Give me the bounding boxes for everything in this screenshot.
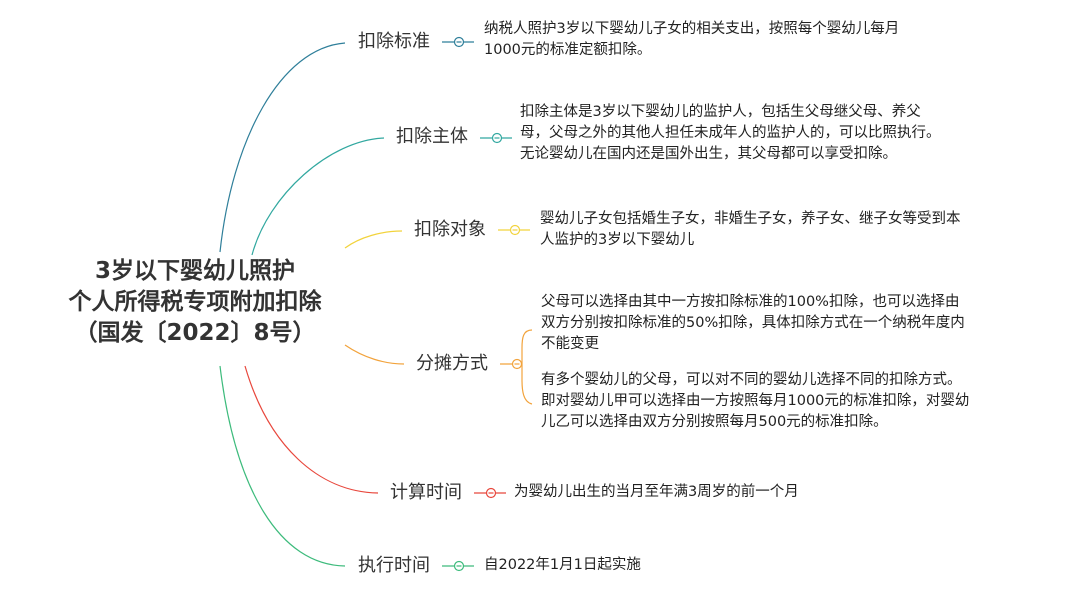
leaf-calculation-time[interactable]: 为婴幼儿出生的当月至年满3周岁的前一个月 [514,482,799,503]
connector-root-to-effective-time [219,365,346,567]
leaf-allocation-method-2[interactable]: 有多个婴幼儿的父母，可以对不同的婴幼儿选择不同的扣除方式。 即对婴幼儿甲可以选择… [541,370,969,433]
leaf-line: 人监护的3岁以下婴幼儿 [540,232,695,248]
branch-label-text: 分摊方式 [416,353,488,374]
branch-deduction-subject[interactable]: 扣除主体 [396,126,468,148]
leaf-line: 有多个婴幼儿的父母，可以对不同的婴幼儿选择不同的扣除方式。 [541,372,962,388]
leaf-line: 自2022年1月1日起实施 [484,557,641,573]
root-title-line-3: （国发〔2022〕8号） [74,320,316,346]
leaf-line: 扣除主体是3岁以下婴幼儿的监护人，包括生父母继父母、养父 [520,104,921,120]
branch-label-text: 执行时间 [358,555,430,576]
leaf-line: 儿乙可以选择由双方分别按照每月500元的标准扣除。 [541,414,888,430]
leaf-effective-time[interactable]: 自2022年1月1日起实施 [484,555,641,576]
root-topic[interactable]: 3岁以下婴幼儿照护 个人所得税专项附加扣除 （国发〔2022〕8号） [40,256,350,349]
leaf-line: 父母可以选择由其中一方按扣除标准的100%扣除，也可以选择由 [541,294,960,310]
branch-deduction-standard[interactable]: 扣除标准 [358,31,430,53]
branch-label-text: 扣除主体 [396,126,468,147]
connector-root-to-calculation-time [244,365,379,494]
root-title-line-2: 个人所得税专项附加扣除 [68,289,322,315]
root-title-line-1: 3岁以下婴幼儿照护 [94,258,295,284]
leaf-line: 为婴幼儿出生的当月至年满3周岁的前一个月 [514,484,799,500]
branch-calculation-time[interactable]: 计算时间 [390,482,462,504]
branch-deduction-object[interactable]: 扣除对象 [414,219,486,241]
leaf-line: 不能变更 [541,336,599,352]
leaf-deduction-object[interactable]: 婴幼儿子女包括婚生子女，非婚生子女，养子女、继子女等受到本 人监护的3岁以下婴幼… [540,209,961,251]
branch-label-text: 扣除标准 [358,31,430,52]
leaf-deduction-standard[interactable]: 纳税人照护3岁以下婴幼儿子女的相关支出，按照每个婴幼儿每月 1000元的标准定额… [484,19,899,61]
branch-label-text: 计算时间 [390,482,462,503]
leaf-allocation-method-1[interactable]: 父母可以选择由其中一方按扣除标准的100%扣除，也可以选择由 双方分别按扣除标准… [541,292,965,355]
leaf-line: 1000元的标准定额扣除。 [484,42,652,58]
leaf-line: 无论婴幼儿在国内还是国外出生，其父母都可以享受扣除。 [520,146,897,162]
leaf-deduction-subject[interactable]: 扣除主体是3岁以下婴幼儿的监护人，包括生父母继父母、养父 母，父母之外的其他人担… [520,102,941,165]
leaf-line: 双方分别按扣除标准的50%扣除，具体扣除方式在一个纳税年度内 [541,315,965,331]
branch-label-text: 扣除对象 [414,219,486,240]
leaf-line: 即对婴幼儿甲可以选择由一方按照每月1000元的标准扣除，对婴幼 [541,393,970,409]
branch-effective-time[interactable]: 执行时间 [358,555,430,577]
branch-allocation-method[interactable]: 分摊方式 [416,353,488,375]
leaf-line: 母，父母之外的其他人担任未成年人的监护人的，可以比照执行。 [520,125,941,141]
connector-root-to-deduction-standard [219,42,346,253]
leaf-line: 纳税人照护3岁以下婴幼儿子女的相关支出，按照每个婴幼儿每月 [484,21,900,37]
connector-root-to-deduction-subject [251,137,385,256]
leaf-line: 婴幼儿子女包括婚生子女，非婚生子女，养子女、继子女等受到本 [540,211,961,227]
connector-root-to-deduction-object [344,230,403,249]
connector-root-to-allocation-method [344,344,405,365]
bracket-allocation-method [521,329,533,405]
